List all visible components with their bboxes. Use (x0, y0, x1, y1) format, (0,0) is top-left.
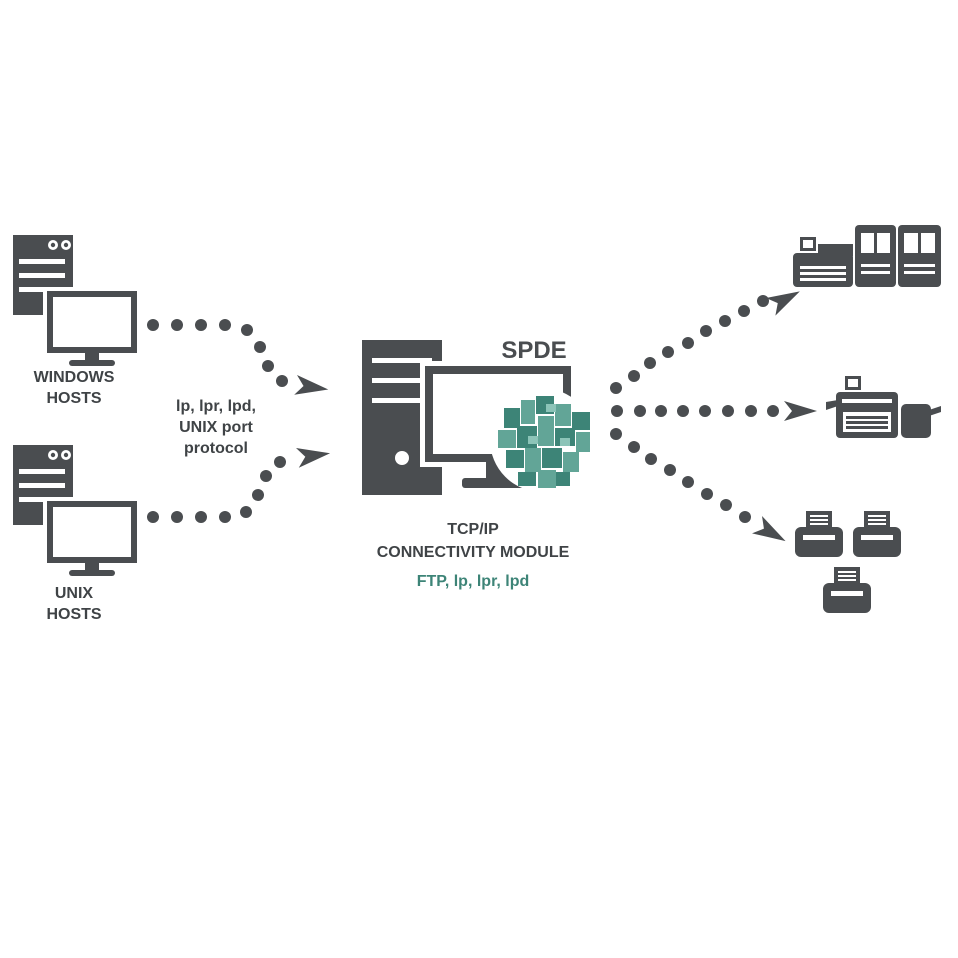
module-title: TCP/IP CONNECTIVITY MODULE (358, 518, 588, 564)
module-protocols: FTP, lp, lpr, lpd (416, 573, 530, 590)
module-title-line2: CONNECTIVITY MODULE (376, 544, 570, 561)
protocol-note-line2: UNIX port (179, 419, 253, 436)
multifunction-printer-icon (826, 376, 941, 438)
protocol-note-line3: protocol (184, 440, 248, 457)
output-arrowhead-middle (784, 401, 817, 421)
output-connector-top (610, 295, 769, 394)
unix-hosts-label-line2: HOSTS (46, 606, 102, 623)
windows-hosts-label-line2: HOSTS (46, 390, 102, 407)
windows-hosts-label-line1: WINDOWS (33, 369, 115, 386)
protocol-note-line1: lp, lpr, lpd, (176, 398, 256, 415)
cube-cluster-icon (490, 388, 594, 492)
spde-product-name: SPDE (501, 337, 567, 364)
module-title-line1: TCP/IP (447, 521, 499, 538)
unix-connector-arrowhead (296, 443, 332, 468)
protocol-note-label: lp, lpr, lpd, UNIX port protocol (158, 396, 274, 459)
windows-host-icon (13, 235, 141, 366)
unix-hosts-label-line1: UNIX (54, 585, 94, 602)
unix-connector (147, 456, 286, 523)
output-arrowhead-top (766, 282, 805, 316)
windows-connector (147, 319, 288, 387)
windows-connector-arrowhead (294, 375, 330, 400)
output-connector-middle (611, 405, 779, 417)
desktop-printers-icon (795, 511, 901, 613)
windows-hosts-label: WINDOWS HOSTS (16, 367, 132, 409)
output-connector-bottom (610, 428, 751, 523)
unix-host-icon (13, 445, 141, 576)
production-printer-icon (793, 225, 941, 287)
unix-hosts-label: UNIX HOSTS (16, 583, 132, 625)
output-arrowhead-bottom (752, 516, 791, 550)
